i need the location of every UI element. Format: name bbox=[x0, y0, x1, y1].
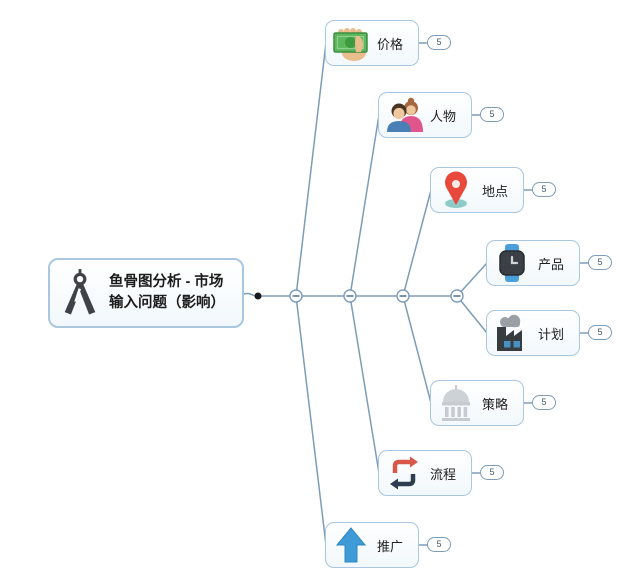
branch-line-place bbox=[402, 189, 432, 297]
node-label: 计划 bbox=[538, 326, 565, 342]
badge-count: 5 bbox=[541, 397, 547, 407]
process-icon bbox=[390, 456, 418, 490]
collapsed-count-badge[interactable]: 5 bbox=[480, 107, 504, 122]
compass-icon bbox=[64, 269, 96, 315]
watch-icon bbox=[499, 244, 525, 282]
node-label: 人物 bbox=[430, 108, 457, 124]
factory-icon bbox=[497, 314, 522, 351]
collapse-toggle[interactable] bbox=[289, 289, 303, 303]
node-label: 推广 bbox=[377, 538, 404, 554]
collapse-toggle[interactable] bbox=[450, 289, 464, 303]
badge-count: 5 bbox=[489, 467, 495, 477]
node-process[interactable]: 流程 bbox=[378, 450, 472, 496]
node-label: 产品 bbox=[538, 256, 565, 272]
node-place[interactable]: 地点 bbox=[430, 167, 524, 213]
main-topic-title-line2: 输入问题（影响） bbox=[109, 295, 225, 311]
branch-line-price bbox=[295, 42, 327, 297]
node-strategy[interactable]: 策略 bbox=[430, 380, 524, 426]
node-price[interactable]: 价格 bbox=[325, 20, 419, 66]
arrow-up-icon bbox=[335, 527, 367, 563]
spine-anchor-dot bbox=[254, 292, 262, 300]
branch-line-people bbox=[349, 114, 380, 297]
node-product[interactable]: 产品 bbox=[486, 240, 580, 286]
badge-count: 5 bbox=[597, 327, 603, 337]
node-label: 流程 bbox=[430, 466, 457, 482]
branch-line-product bbox=[456, 262, 488, 297]
people-icon bbox=[387, 97, 423, 132]
node-promotion[interactable]: 推广 bbox=[325, 522, 419, 568]
node-main-topic[interactable]: 鱼骨图分析 - 市场 输入问题（影响） bbox=[48, 258, 244, 328]
collapsed-count-badge[interactable]: 5 bbox=[427, 35, 451, 50]
node-label: 地点 bbox=[482, 183, 509, 199]
collapsed-count-badge[interactable]: 5 bbox=[532, 395, 556, 410]
branch-line-promotion bbox=[295, 295, 327, 546]
collapse-toggle[interactable] bbox=[396, 289, 410, 303]
node-label: 价格 bbox=[377, 36, 404, 52]
collapse-toggle[interactable] bbox=[343, 289, 357, 303]
badge-count: 5 bbox=[597, 257, 603, 267]
pin-icon bbox=[445, 171, 467, 208]
collapsed-count-badge[interactable]: 5 bbox=[427, 537, 451, 552]
main-topic-title-line1: 鱼骨图分析 - 市场 bbox=[109, 273, 224, 290]
badge-count: 5 bbox=[541, 184, 547, 194]
branch-line-strategy bbox=[402, 295, 432, 404]
branch-line-process bbox=[349, 295, 380, 474]
node-plan[interactable]: 计划 bbox=[486, 310, 580, 356]
main-link-line bbox=[243, 292, 257, 297]
badge-count: 5 bbox=[436, 539, 442, 549]
collapsed-count-badge[interactable]: 5 bbox=[588, 325, 612, 340]
branch-line-plan bbox=[456, 295, 488, 334]
collapsed-count-badge[interactable]: 5 bbox=[532, 182, 556, 197]
money-icon bbox=[333, 28, 368, 61]
node-label: 策略 bbox=[482, 396, 509, 412]
collapsed-count-badge[interactable]: 5 bbox=[588, 255, 612, 270]
badge-count: 5 bbox=[436, 37, 442, 47]
badge-count: 5 bbox=[489, 109, 495, 119]
node-people[interactable]: 人物 bbox=[378, 92, 472, 138]
bank-icon bbox=[442, 385, 470, 421]
collapsed-count-badge[interactable]: 5 bbox=[480, 465, 504, 480]
collapse-toggles bbox=[289, 289, 464, 303]
